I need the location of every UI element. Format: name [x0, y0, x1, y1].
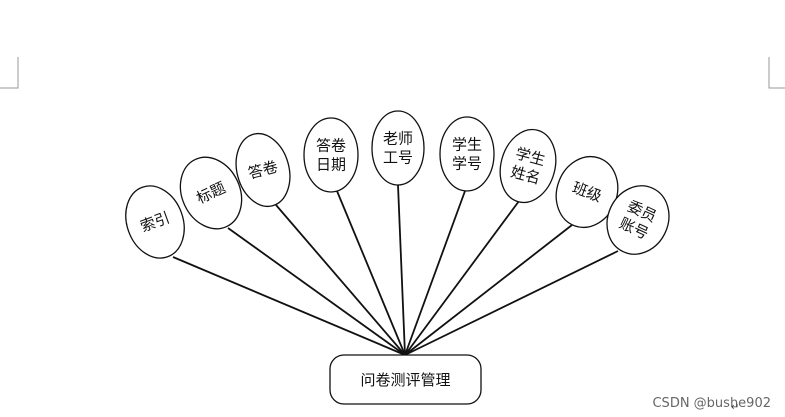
connector-line	[227, 227, 406, 356]
entity-box	[329, 354, 482, 405]
attribute-node: 标题	[179, 156, 243, 230]
attribute-ellipse	[179, 156, 243, 230]
attribute-label: 学生	[452, 136, 482, 154]
connector-line	[404, 224, 573, 356]
paragraph-mark: ↵	[731, 402, 740, 413]
connector-line	[172, 256, 406, 356]
attribute-ellipse	[235, 132, 291, 208]
connector-line	[404, 200, 520, 356]
attribute-node: 班级	[555, 155, 619, 229]
watermark: CSDN @bushe902	[652, 396, 771, 411]
connector-line	[404, 250, 619, 356]
attribute-node: 索引	[125, 185, 185, 259]
connector-line	[275, 204, 406, 356]
entity-label: 问卷测评管理	[360, 371, 450, 389]
left-crop-mark	[0, 57, 19, 89]
attribute-label: 答卷	[316, 137, 346, 155]
connector-line	[397, 184, 406, 356]
attribute-ellipse	[303, 117, 359, 193]
attribute-ellipse	[371, 110, 425, 186]
attribute-label: 日期	[316, 156, 346, 174]
attribute-ellipse	[606, 185, 670, 255]
attribute-ellipse	[125, 185, 185, 259]
attribute-ellipse	[499, 128, 557, 204]
attribute-label: 学号	[452, 155, 482, 173]
connector-line	[336, 190, 406, 356]
attribute-label: 老师	[383, 130, 413, 148]
right-crop-mark	[768, 57, 785, 89]
attribute-label: 工号	[383, 149, 413, 167]
attribute-node: 答卷	[235, 132, 291, 208]
connector-line	[404, 190, 466, 356]
attribute-ellipse	[439, 116, 495, 192]
